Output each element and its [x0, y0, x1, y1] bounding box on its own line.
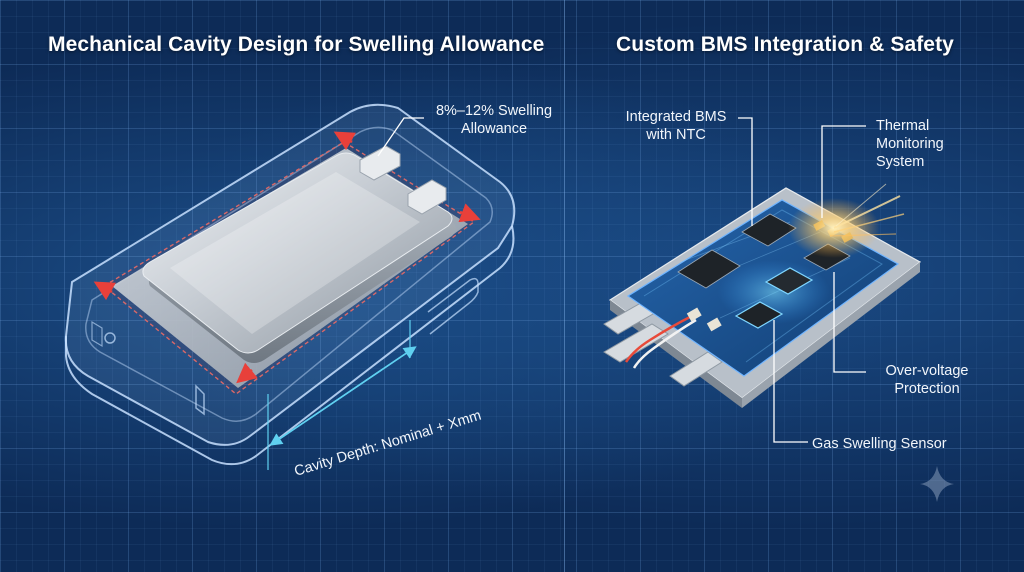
- bms-leader-line: [738, 117, 753, 226]
- overvoltage-label-line2: Protection: [894, 381, 960, 397]
- bms-label: Integrated BMS with NTC: [612, 108, 740, 144]
- thermal-monitoring-label: Thermal Monitoring System: [876, 117, 986, 171]
- swelling-arrows: [93, 131, 481, 384]
- cavity-depth-label: Cavity Depth: Nominal + Xmm: [292, 408, 483, 480]
- bms-label-line2: with NTC: [646, 127, 706, 143]
- overvoltage-label: Over-voltage Protection: [868, 362, 986, 398]
- swelling-leader-line: [377, 117, 424, 157]
- leader-lines: [738, 117, 866, 443]
- battery-cell: [142, 152, 456, 363]
- sensor-wires: [624, 307, 722, 369]
- thermal-label-line2: Monitoring: [876, 136, 944, 152]
- right-panel-title: Custom BMS Integration & Safety: [616, 33, 954, 56]
- sparkle-icon: [920, 466, 954, 502]
- swelling-label-line1: 8%–12% Swelling: [435, 103, 553, 119]
- bms-label-line1: Integrated BMS: [625, 109, 727, 125]
- panel-divider: [564, 0, 565, 572]
- swelling-label-line2: Allowance: [460, 121, 528, 137]
- thermal-label-line1: Thermal: [876, 118, 930, 134]
- swelling-allowance-label: 8%–12% Swelling Allowance: [424, 102, 564, 138]
- cell-tabs: [359, 145, 447, 215]
- cavity-depth-dimension: [267, 320, 417, 470]
- thermal-leader-line: [821, 125, 866, 218]
- gas-sensor-leader-line: [773, 320, 808, 443]
- thermal-glow: [788, 183, 905, 258]
- gas-swelling-sensor-label: Gas Swelling Sensor: [812, 436, 947, 452]
- overvoltage-label-line1: Over-voltage: [885, 363, 969, 379]
- left-panel-title: Mechanical Cavity Design for Swelling Al…: [48, 33, 545, 56]
- overvoltage-leader-line: [833, 272, 866, 373]
- thermal-label-line3: System: [876, 154, 925, 170]
